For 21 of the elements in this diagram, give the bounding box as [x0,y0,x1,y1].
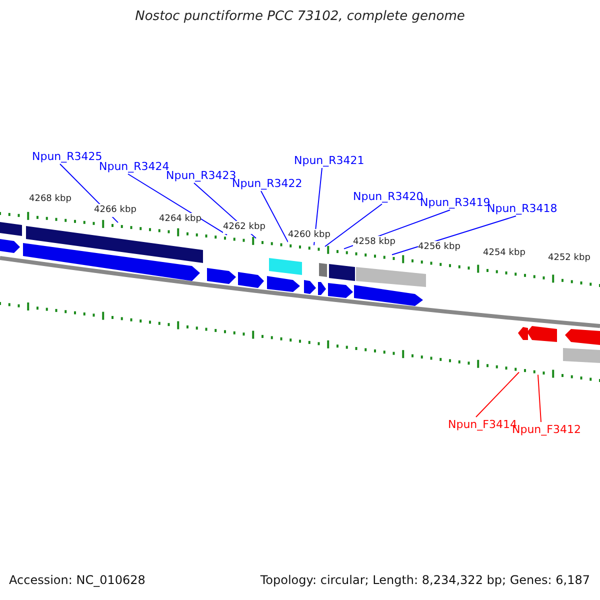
leader-line [324,204,382,248]
scale-label: 4262 kbp [223,221,266,234]
gene-label: Npun_R3421 [294,154,364,167]
leader-line [260,190,288,243]
scale-label: 4268 kbp [29,193,72,206]
gene-label: Npun_R3425 [32,150,102,163]
leader-line [476,372,520,418]
gene-label: Npun_R3420 [353,190,424,203]
scale-label: 4260 kbp [288,229,330,242]
scale-label: 4258 kbp [353,236,396,249]
scale-ruler [0,302,600,382]
genome-title: Nostoc punctiforme PCC 73102, complete genome [134,10,466,23]
accession-text: Accession: NC_010628 [9,574,146,587]
scale-label: 4264 kbp [159,213,202,226]
scale-label: 4256 kbp [418,241,460,254]
leader-line [538,374,542,422]
scale-label: 4254 kbp [483,247,526,260]
leader-line [128,174,228,236]
genome-summary-text: Topology: circular; Length: 8,234,322 bp; Genes: 6,187 [260,574,590,587]
scale-label: 4266 kbp [94,204,136,217]
scale-label: 4252 kbp [548,252,590,265]
